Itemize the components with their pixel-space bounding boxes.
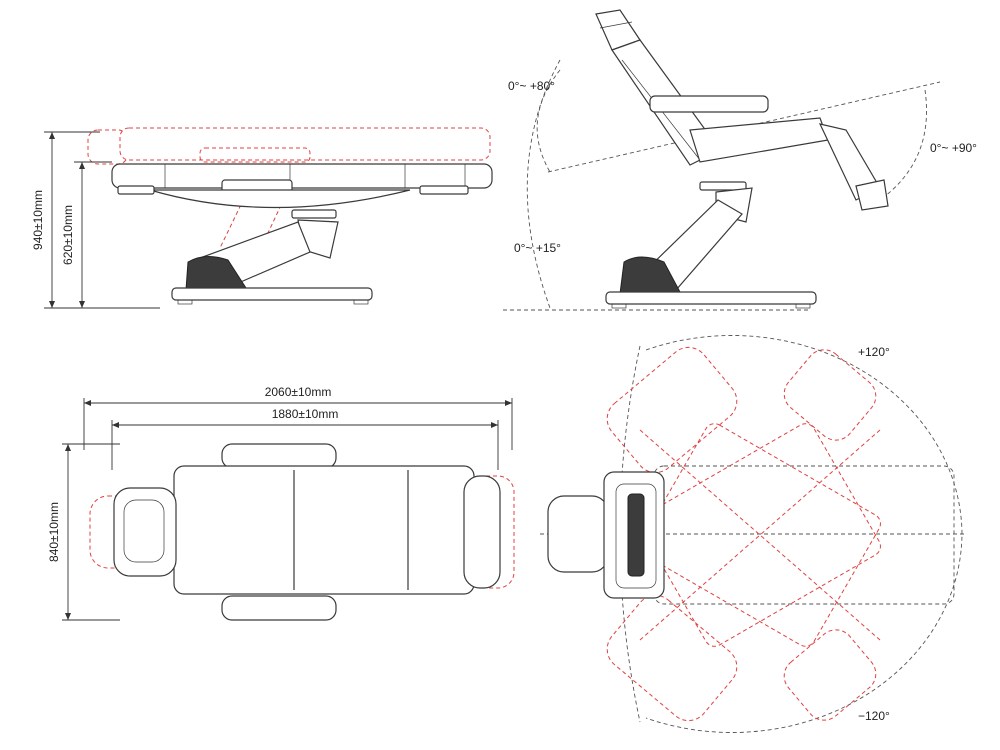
chair-reclined-outline: [595, 9, 889, 309]
rotation-view: +120° −120°: [540, 335, 965, 733]
length-dimensions: 2060±10mm 1880±10mm: [83, 385, 513, 470]
side-view: 940±10mm 620±10mm: [31, 127, 493, 309]
rotated-positions-outline: [606, 346, 881, 722]
top-view: 2060±10mm 1880±10mm 840±10mm: [47, 385, 515, 621]
chair-top-outline: [89, 443, 515, 621]
height-dimensions: 940±10mm 620±10mm: [31, 131, 160, 309]
height-max-label: 940±10mm: [31, 190, 45, 250]
width-dimension: 840±10mm: [47, 443, 120, 621]
rotation-positive-label: +120°: [858, 345, 890, 359]
height-min-label: 620±10mm: [61, 205, 75, 265]
chair-plan-outline: [547, 465, 955, 605]
backrest-angle-label: 0°~ +80°: [508, 79, 555, 93]
body-length-label: 1880±10mm: [272, 407, 339, 421]
tilt-angle-label: 0°~ +15°: [514, 241, 561, 255]
chair-side-outline: [111, 163, 493, 305]
raised-position-outline: [87, 127, 491, 251]
angle-guides: [503, 59, 941, 311]
width-label: 840±10mm: [47, 502, 61, 562]
recline-view: 0°~ +80° 0°~ +90° 0°~ +15°: [503, 9, 977, 311]
legrest-angle-label: 0°~ +90°: [930, 141, 977, 155]
total-length-label: 2060±10mm: [265, 385, 332, 399]
rotation-negative-label: −120°: [858, 709, 890, 723]
